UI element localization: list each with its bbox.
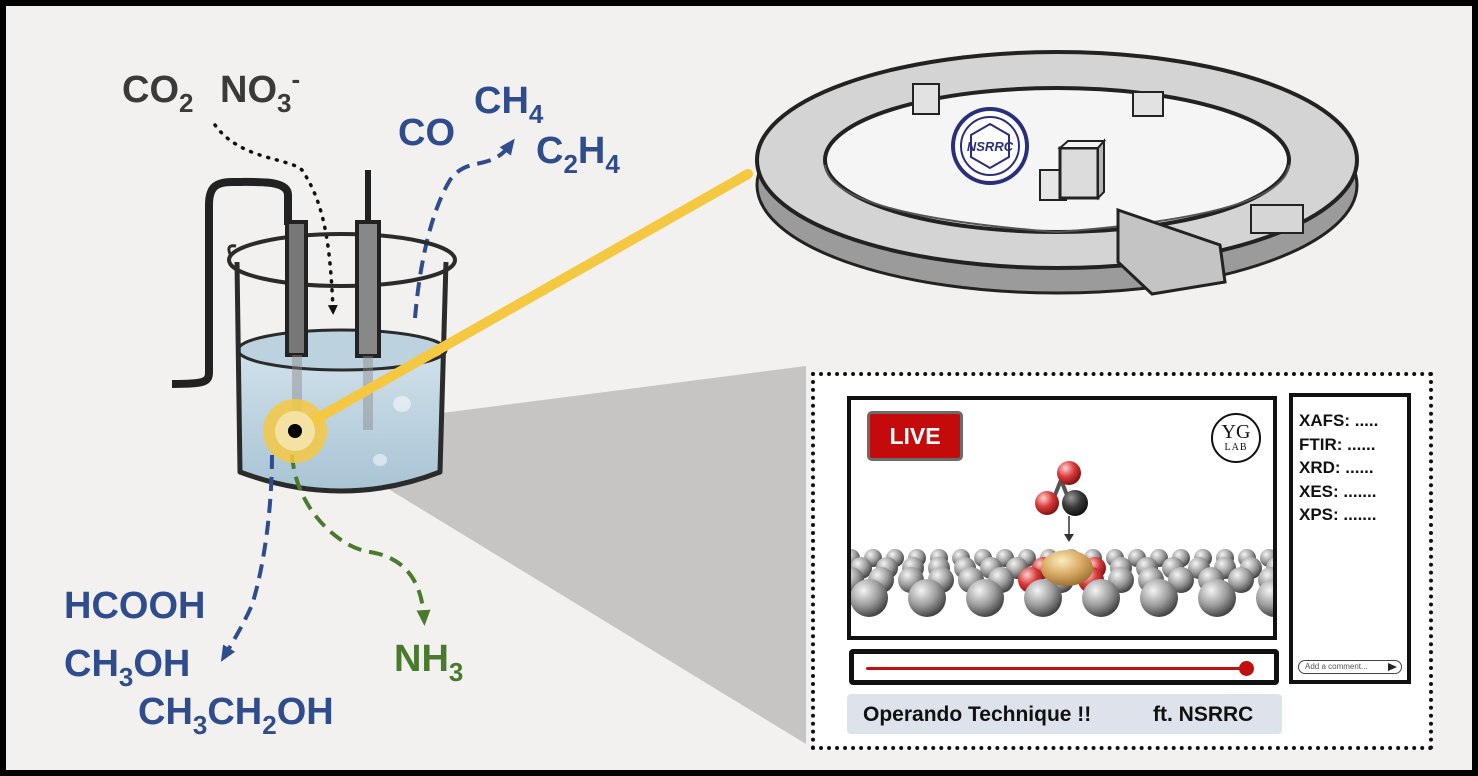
liquid-products-arrow [220,454,274,662]
label-nh3: NH3 [394,638,463,687]
playback-progress-bar[interactable] [849,649,1279,685]
main-diagram: NSRRC [64,50,1359,744]
synchrotron-ring [755,50,1359,296]
technique-list: XAFS: ..... FTIR: ...... XRD: ...... XES… [1299,409,1378,527]
beam-spot [263,399,327,463]
live-badge: LIVE [867,411,963,461]
comment-input[interactable]: Add a comment... [1298,660,1402,674]
label-c2h4: C2H4 [536,130,620,179]
yg-logo-line2: LAB [1224,442,1248,453]
stream-title: Operando Technique !! [863,703,1092,726]
technique-item: XRD: ...... [1299,458,1374,477]
label-no3: NO3- [220,64,300,118]
label-ch3ch2oh: CH3CH2OH [138,691,334,740]
technique-item: XPS: ....... [1299,505,1377,524]
nsrrc-logo-text: NSRRC [967,139,1014,154]
label-co2: CO2 [122,69,193,118]
comment-placeholder: Add a comment... [1305,662,1368,671]
stream-credit: ft. NSRRC [1153,703,1254,726]
label-hcooh: HCOOH [64,585,205,627]
stream-caption-bar: Operando Technique !! ft. NSRRC [847,694,1282,734]
label-ch3oh: CH3OH [64,643,190,692]
technique-item: XAFS: ..... [1299,411,1379,430]
live-video-frame[interactable]: LIVE YG LAB [847,396,1277,640]
ammonia-arrow [290,454,431,626]
technique-chat-panel: XAFS: ..... FTIR: ...... XRD: ...... XES… [1289,393,1411,684]
label-co: CO [398,112,455,154]
catalyst-surface-scene [851,461,1273,617]
send-icon[interactable] [1388,663,1397,671]
technique-item: XES: ....... [1299,481,1377,501]
progress-knob[interactable] [1239,661,1255,676]
yg-lab-logo: YG LAB [1211,413,1261,463]
xray-beam [290,169,753,436]
gas-products-arrow [413,138,515,319]
nsrrc-logo: NSRRC [951,107,1029,185]
label-ch4: CH4 [474,80,544,129]
reactant-inflow-arrow [213,123,338,315]
yg-logo-line1: YG [1221,421,1251,443]
technique-item: FTIR: ...... [1299,434,1376,454]
progress-track [866,667,1247,670]
